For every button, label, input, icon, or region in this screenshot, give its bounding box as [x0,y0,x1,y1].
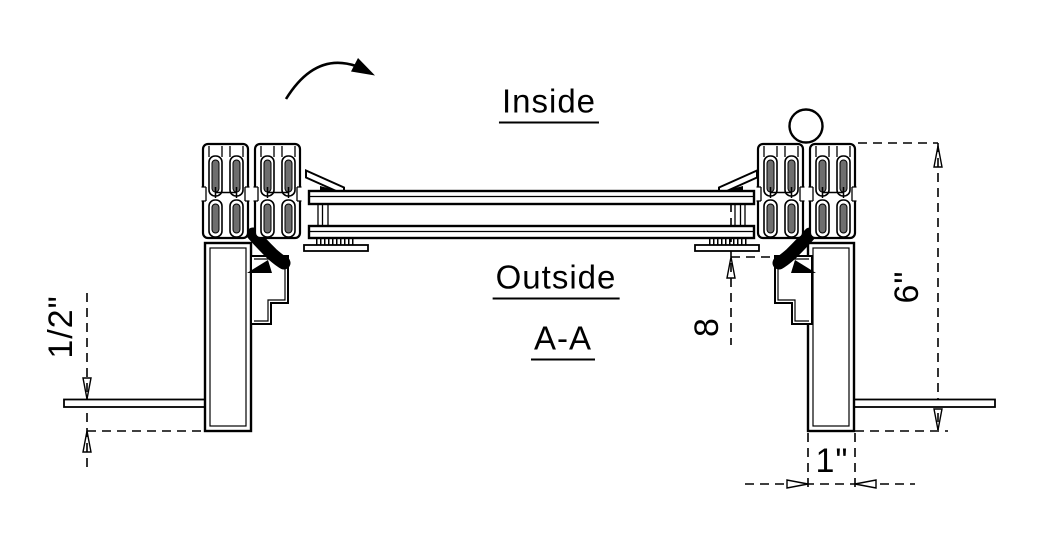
dim-curb-height-lines [855,142,948,432]
right-frame-head-profile [754,142,859,240]
dim-roof-offset-lines [82,293,205,468]
left-frame-head-profile [199,142,304,240]
dim-curb-width-lines [745,433,915,492]
right-curb-leg [806,241,856,433]
dim-curb-height-text: 6" [888,270,926,304]
right-gasket [772,227,817,273]
pivot-circle-icon [788,108,824,144]
inside-label: Inside [498,85,600,124]
left-gasket [246,227,291,273]
roof-line-right [853,398,996,408]
rotation-arrow-icon [284,58,375,100]
section-label: A-A [530,322,596,361]
outside-label: Outside [492,261,620,300]
dim-roof-offset-text: 1/2" [42,295,80,359]
dim-curb-width-text: 1" [815,442,849,480]
left-curb-leg [203,241,253,433]
dim-ref-text: 8 [688,317,726,337]
lid-panel [303,168,760,252]
roof-line-left [63,398,206,408]
